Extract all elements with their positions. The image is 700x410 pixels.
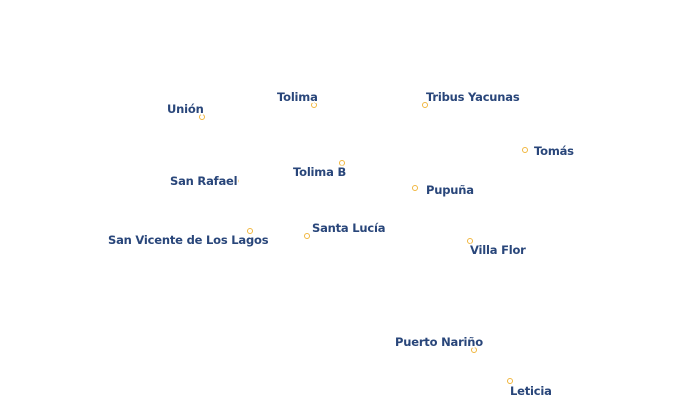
place-label-tolima-b[interactable]: Tolima B xyxy=(293,165,347,179)
place-marker-santa-lucia[interactable] xyxy=(304,233,310,239)
place-label-pupuna[interactable]: Pupuña xyxy=(426,183,474,197)
place-label-tribus-yacunas[interactable]: Tribus Yacunas xyxy=(426,90,520,104)
place-marker-tomas[interactable] xyxy=(522,147,528,153)
place-label-puerto-narino[interactable]: Puerto Nariño xyxy=(395,335,483,349)
place-marker-puerto-narino[interactable] xyxy=(471,347,477,353)
place-label-tolima[interactable]: Tolima xyxy=(277,90,318,104)
place-label-tomas[interactable]: Tomás xyxy=(534,144,574,158)
place-marker-leticia[interactable] xyxy=(507,378,513,384)
place-marker-san-rafael[interactable] xyxy=(233,178,239,184)
place-label-santa-lucia[interactable]: Santa Lucía xyxy=(312,221,386,235)
place-label-villa-flor[interactable]: Villa Flor xyxy=(470,243,526,257)
place-marker-union[interactable] xyxy=(199,114,205,120)
place-label-san-rafael[interactable]: San Rafael xyxy=(170,174,238,188)
place-label-leticia[interactable]: Leticia xyxy=(510,384,552,398)
place-marker-tolima-b[interactable] xyxy=(339,160,345,166)
place-marker-san-vicente-de-los-lagos[interactable] xyxy=(247,228,253,234)
place-marker-tribus-yacunas[interactable] xyxy=(422,102,428,108)
place-label-san-vicente-de-los-lagos[interactable]: San Vicente de Los Lagos xyxy=(108,233,269,247)
place-label-union[interactable]: Unión xyxy=(167,102,204,116)
place-marker-tolima[interactable] xyxy=(311,102,317,108)
place-marker-villa-flor[interactable] xyxy=(467,238,473,244)
place-marker-pupuna[interactable] xyxy=(412,185,418,191)
